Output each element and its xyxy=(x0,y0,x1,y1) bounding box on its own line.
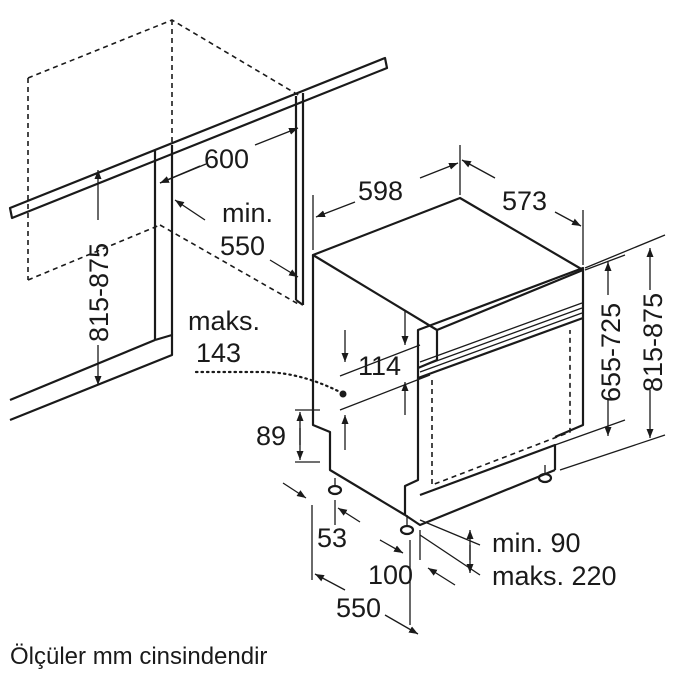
niche-depth-value: 550 xyxy=(220,231,265,261)
panel-max-value: 143 xyxy=(196,338,241,368)
appliance-height-label: 815-875 xyxy=(638,293,668,392)
panel-max-callout: maks. 143 xyxy=(188,306,347,398)
niche-depth-min-word: min. xyxy=(222,198,273,228)
niche-width-dimension: 600 xyxy=(159,127,299,184)
appliance-width-dimension: 598 xyxy=(312,145,461,250)
total-depth-label: 550 xyxy=(336,593,381,623)
foot-front xyxy=(399,524,415,536)
niche-right-bottom xyxy=(295,299,304,306)
door-right-edge xyxy=(554,318,585,439)
plinth-min-label: min. 90 xyxy=(492,528,581,558)
appliance-top xyxy=(311,196,585,332)
door-bottom xyxy=(419,443,557,497)
appliance-height-dimension: 815-875 xyxy=(559,234,668,471)
appliance-height-no-top-label: 655-725 xyxy=(596,303,626,402)
cabinet-niche xyxy=(8,19,389,422)
floor-line-left xyxy=(9,338,156,402)
leader-dot xyxy=(339,390,347,398)
plinth-bottom xyxy=(404,468,556,527)
door-inner-outline xyxy=(431,330,571,487)
panel-line-2 xyxy=(419,307,583,368)
door-left-edge xyxy=(403,378,420,515)
niche-depth-dimension: min. 550 xyxy=(174,198,299,278)
foot-setback-dimension: 53 xyxy=(282,482,361,580)
niche-width-label: 600 xyxy=(204,144,249,174)
plinth-recess-dimension: 100 xyxy=(368,530,456,625)
plinth-offset-label: 89 xyxy=(256,421,286,451)
units-note: Ölçüler mm cinsindendir xyxy=(10,643,267,670)
appliance-width-label: 598 xyxy=(358,176,403,206)
plinth-offset-dimension: 89 xyxy=(256,409,320,463)
appliance-depth-label: 573 xyxy=(502,186,547,216)
niche-height-label: 815-875 xyxy=(84,243,114,342)
panel-max-leader xyxy=(194,370,342,394)
plinth-range-dimension: min. 90 maks. 220 xyxy=(419,519,617,591)
plinth-left xyxy=(9,333,174,422)
niche-height-dimension: 815-875 xyxy=(84,170,114,385)
panel-height-dimension: 114 xyxy=(339,310,431,450)
foot-left xyxy=(327,484,343,496)
cabinet-base-line xyxy=(27,224,161,281)
appliance-height-no-top-dimension: 655-725 xyxy=(554,254,626,446)
panel-line-3 xyxy=(419,312,583,373)
plinth-max-label: maks. 220 xyxy=(492,561,617,591)
control-panel xyxy=(416,266,585,380)
panel-line-1 xyxy=(419,302,583,363)
dishwasher-body xyxy=(311,196,585,536)
appliance-depth-dimension: 573 xyxy=(461,159,584,265)
appliance-side xyxy=(311,255,406,516)
panel-max-word: maks. xyxy=(188,306,260,336)
foot-setback-label: 53 xyxy=(317,523,347,553)
upper-cabinet-outline xyxy=(27,19,301,97)
panel-height-label: 114 xyxy=(358,351,401,381)
worktop xyxy=(8,56,389,220)
plinth-recess-label: 100 xyxy=(368,560,413,590)
total-depth-dimension: 550 xyxy=(314,573,419,635)
